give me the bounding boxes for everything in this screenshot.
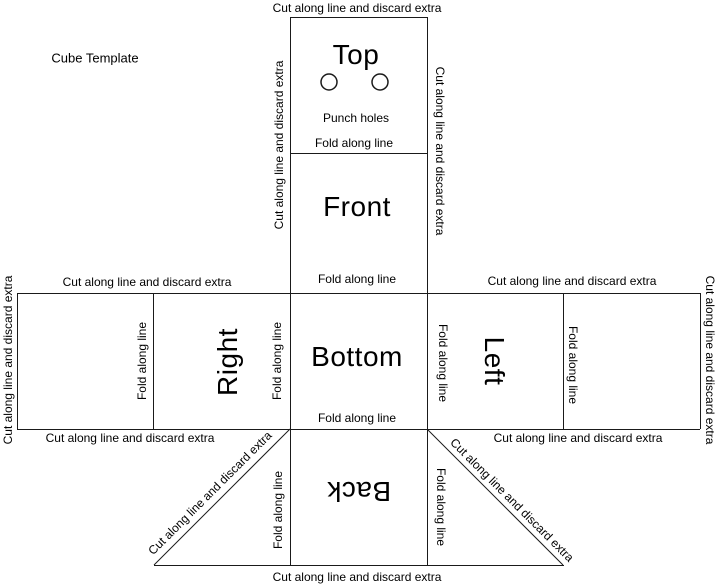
panel-label-left: Left xyxy=(479,336,510,386)
fold-label-back-right: Fold along line xyxy=(434,467,448,547)
panel-label-top: Top xyxy=(332,39,380,70)
fold-label-back-left: Fold along line xyxy=(271,470,285,550)
fold-label-bottom-back: Fold along line xyxy=(317,411,397,425)
punch-holes-label: Punch holes xyxy=(322,111,390,125)
diagonal-cut-left xyxy=(153,428,291,566)
cut-label-row-left-top: Cut along line and discard extra xyxy=(62,275,232,289)
panel-label-right: Right xyxy=(212,328,243,396)
cut-label-row-left-bottom: Cut along line and discard extra xyxy=(45,431,215,445)
page-title: Cube Template xyxy=(51,50,139,66)
cut-label-edge-left: Cut along line and discard extra xyxy=(1,275,15,445)
punch-hole-icon xyxy=(371,73,389,91)
cut-label-column-right: Cut along line and discard extra xyxy=(433,66,447,236)
cut-label-row-right-top: Cut along line and discard extra xyxy=(487,274,657,288)
fold-label-right-panel: Fold along line xyxy=(270,321,284,401)
panel-label-back: Back xyxy=(326,476,392,507)
cut-label-bottom: Cut along line and discard extra xyxy=(272,570,442,584)
fold-label-right-flap: Fold along line xyxy=(566,325,580,405)
cut-label-top: Cut along line and discard extra xyxy=(272,1,442,15)
fold-label-top-front: Fold along line xyxy=(314,136,394,150)
punch-hole-icon xyxy=(320,73,338,91)
cut-label-column-left: Cut along line and discard extra xyxy=(272,60,286,230)
panel-label-bottom: Bottom xyxy=(311,341,403,372)
cut-label-edge-right: Cut along line and discard extra xyxy=(703,275,717,445)
panel-label-front: Front xyxy=(323,191,391,222)
diagonal-cut-right xyxy=(426,428,564,566)
fold-label-front-bottom: Fold along line xyxy=(317,272,397,286)
fold-label-left-flap: Fold along line xyxy=(135,321,149,401)
fold-label-left-panel: Fold along line xyxy=(436,323,450,403)
cut-label-row-right-bottom: Cut along line and discard extra xyxy=(493,431,663,445)
